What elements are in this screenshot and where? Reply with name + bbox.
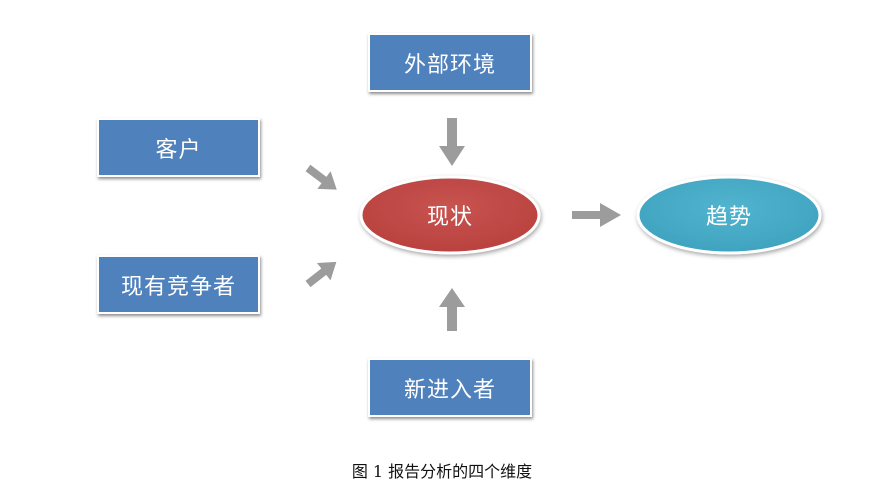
trend-label: 趋势	[705, 205, 752, 230]
arrow-down-icon	[439, 118, 465, 166]
arrow-right-icon	[572, 203, 621, 227]
status-label: 现状	[426, 205, 473, 230]
figure-caption: 图 1 报告分析的四个维度	[351, 462, 533, 481]
arrow-up-icon	[439, 288, 465, 331]
new-entrants-label: 新进入者	[403, 377, 496, 403]
new-entrants-box: 新进入者	[368, 358, 532, 417]
arrow-diagonal-down-right-icon	[305, 164, 337, 190]
arrow-diagonal-up-right-icon	[305, 261, 337, 288]
competitors-label: 现有竞争者	[120, 274, 236, 300]
status-ellipse	[359, 175, 541, 255]
customers-box: 客户	[97, 118, 260, 177]
trend-node: 趋势	[638, 177, 820, 253]
trend-ellipse	[636, 175, 822, 255]
competitors-box: 现有竞争者	[97, 255, 260, 314]
customers-label: 客户	[155, 137, 202, 163]
external-environment-box: 外部环境	[368, 33, 532, 92]
status-node: 现状	[361, 177, 539, 253]
external-environment-label: 外部环境	[403, 52, 496, 78]
